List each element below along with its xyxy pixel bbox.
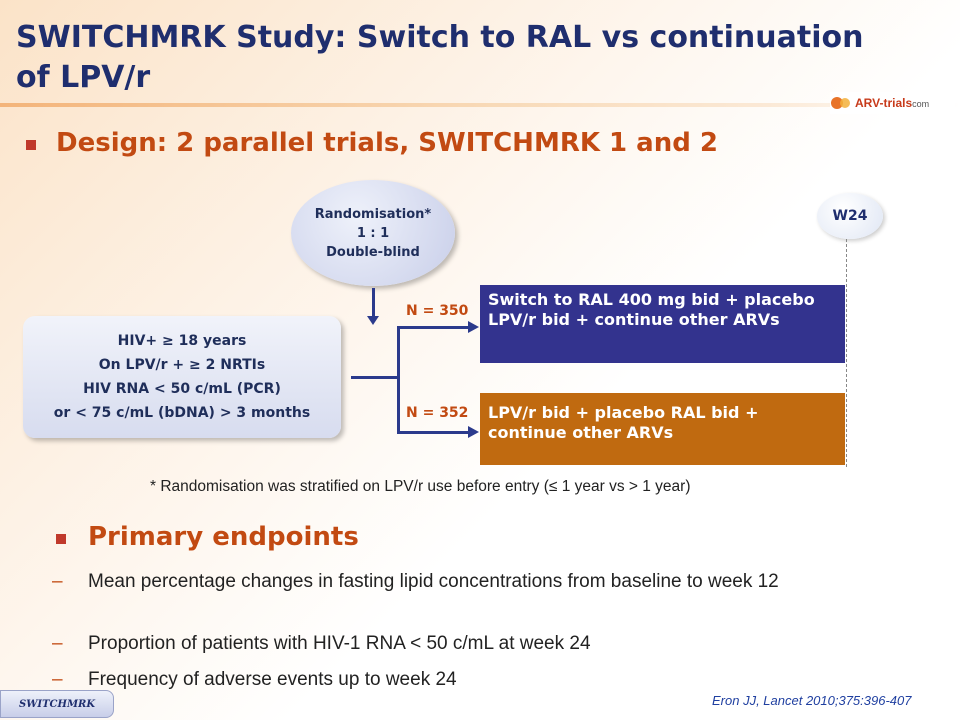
endpoint-item: – Frequency of adverse events up to week …	[52, 666, 932, 693]
citation: Eron JJ, Lancet 2010;375:396-407	[712, 693, 912, 708]
logo-brand: ARV-trials	[855, 96, 913, 110]
connector-vertical-from-oval	[372, 288, 375, 318]
inclusion-criteria-box: HIV+ ≥ 18 years On LPV/r + ≥ 2 NRTIs HIV…	[23, 316, 341, 438]
right-arrow-icon	[468, 321, 479, 333]
endpoints-heading: Primary endpoints	[88, 522, 359, 552]
randomisation-oval: Randomisation* 1 : 1 Double-blind	[291, 180, 455, 286]
week24-dashed-line	[846, 239, 847, 467]
week24-marker: W24	[817, 193, 883, 239]
endpoint-text: Frequency of adverse events up to week 2…	[88, 669, 457, 690]
connector-to-arm2	[397, 431, 469, 434]
endpoint-item: – Proportion of patients with HIV-1 RNA <…	[52, 630, 932, 657]
connector-branch-vertical	[397, 326, 400, 434]
criteria-line-4: or < 75 c/mL (bDNA) > 3 months	[53, 405, 311, 421]
arm1-box: Switch to RAL 400 mg bid + placebo LPV/r…	[480, 285, 845, 363]
criteria-line-3: HIV RNA < 50 c/mL (PCR)	[83, 381, 281, 397]
endpoint-item: – Mean percentage changes in fasting lipi…	[52, 568, 932, 595]
arm2-box: LPV/r bid + placebo RAL bid + continue o…	[480, 393, 845, 465]
logo-suffix: com	[912, 99, 930, 109]
criteria-line-1: HIV+ ≥ 18 years	[117, 333, 247, 349]
arv-trials-logo: ARV-trialscom	[830, 92, 955, 114]
endpoint-text: Mean percentage changes in fasting lipid…	[88, 571, 779, 592]
bullet-square-icon	[26, 140, 36, 150]
study-badge: SWITCHMRK	[0, 690, 114, 718]
arm1-n-label: N = 350	[406, 303, 469, 319]
randomisation-line-2: 1 : 1	[356, 225, 390, 241]
logo-mark-icon	[830, 94, 852, 112]
endpoint-dash: –	[52, 669, 63, 690]
bullet-square-icon	[56, 534, 66, 544]
arm2-n-label: N = 352	[406, 405, 469, 421]
connector-to-arm1	[397, 326, 469, 329]
title-divider	[0, 103, 960, 107]
down-arrow-icon	[367, 316, 379, 325]
endpoint-dash: –	[52, 633, 63, 654]
endpoint-dash: –	[52, 571, 63, 592]
endpoint-text: Proportion of patients with HIV-1 RNA < …	[88, 633, 591, 654]
criteria-line-2: On LPV/r + ≥ 2 NRTIs	[98, 357, 266, 373]
slide-title: SWITCHMRK Study: Switch to RAL vs contin…	[16, 20, 864, 95]
stratification-footnote: * Randomisation was stratified on LPV/r …	[150, 478, 691, 495]
connector-from-patients	[351, 376, 399, 379]
design-heading: Design: 2 parallel trials, SWITCHMRK 1 a…	[56, 128, 718, 158]
right-arrow-icon	[468, 426, 479, 438]
randomisation-line-3: Double-blind	[326, 244, 420, 260]
randomisation-line-1: Randomisation*	[314, 206, 432, 222]
